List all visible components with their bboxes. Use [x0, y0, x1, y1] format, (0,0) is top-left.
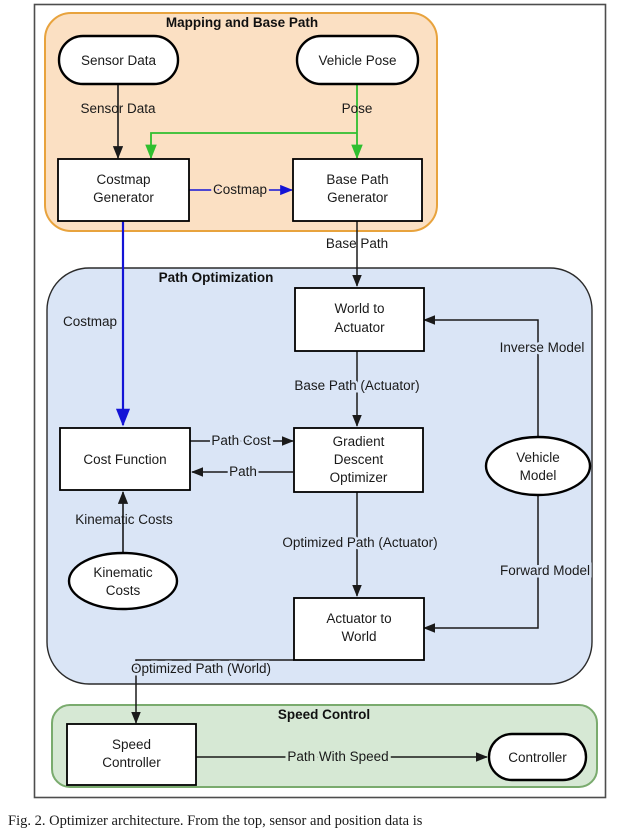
node-label-kinematic-costs-l1: Kinematic [93, 565, 153, 580]
node-label-world-to-actuator-l1: World to [334, 301, 384, 316]
node-speed-controller[interactable]: Speed Controller [66, 723, 197, 786]
node-gradient-descent-optimizer[interactable]: Gradient Descent Optimizer [293, 427, 424, 493]
figure-caption: Fig. 2. Optimizer architecture. From the… [8, 813, 423, 829]
node-label-kinematic-costs-l2: Costs [106, 583, 141, 598]
node-label-gradient-descent-optimizer-l1: Gradient [333, 434, 385, 449]
edge-label-inverse-model: Inverse Model [500, 340, 585, 355]
edge-pose-to-costmap-generator [145, 132, 357, 160]
edge-forward-model [423, 494, 539, 633]
edge-label-pose: Pose [342, 101, 373, 116]
node-sensor-data[interactable]: Sensor Data [57, 34, 180, 86]
node-label-sensor-data: Sensor Data [81, 53, 157, 68]
node-label-vehicle-model-l2: Model [520, 468, 557, 483]
node-label-base-path-generator-l1: Base Path [326, 172, 388, 187]
group-label-speed-control: Speed Control [278, 707, 370, 722]
edge-label-costmap-down: Costmap [63, 314, 117, 329]
node-actuator-to-world[interactable]: Actuator to World [293, 597, 425, 661]
node-base-path-generator[interactable]: Base Path Generator [292, 158, 423, 222]
node-label-vehicle-model-l1: Vehicle [516, 450, 560, 465]
edge-label-path-with-speed: Path With Speed [287, 749, 388, 764]
node-label-gradient-descent-optimizer-l3: Optimizer [330, 470, 388, 485]
edge-label-costmap-right: Costmap [213, 182, 267, 197]
edge-label-path-cost: Path Cost [211, 433, 271, 448]
node-label-cost-function: Cost Function [83, 452, 166, 467]
node-controller[interactable]: Controller [487, 732, 588, 782]
node-label-costmap-generator-l1: Costmap [96, 172, 150, 187]
node-label-world-to-actuator-l2: Actuator [334, 320, 385, 335]
node-label-vehicle-pose: Vehicle Pose [318, 53, 396, 68]
edge-label-base-path-actuator: Base Path (Actuator) [294, 378, 419, 393]
edge-optimized-path-world [131, 659, 294, 724]
node-label-speed-controller-l1: Speed [112, 737, 151, 752]
group-label-path-optimization: Path Optimization [159, 270, 274, 285]
node-vehicle-pose[interactable]: Vehicle Pose [295, 34, 420, 86]
node-cost-function[interactable]: Cost Function [59, 427, 191, 491]
node-label-speed-controller-l2: Controller [102, 755, 161, 770]
node-world-to-actuator[interactable]: World to Actuator [294, 287, 425, 352]
edge-label-optimized-path-world: Optimized Path (World) [131, 661, 271, 676]
node-costmap-generator[interactable]: Costmap Generator [57, 158, 190, 222]
node-kinematic-costs[interactable]: Kinematic Costs [67, 551, 179, 611]
edge-label-sensor-data: Sensor Data [80, 101, 156, 116]
node-label-actuator-to-world-l1: Actuator to [326, 611, 391, 626]
edge-label-forward-model: Forward Model [500, 563, 590, 578]
node-label-controller: Controller [508, 750, 567, 765]
node-label-gradient-descent-optimizer-l2: Descent [334, 452, 384, 467]
edge-label-base-path: Base Path [326, 236, 388, 251]
node-label-base-path-generator-l2: Generator [327, 190, 388, 205]
node-label-actuator-to-world-l2: World [341, 629, 376, 644]
edge-inverse-model [423, 315, 539, 437]
edge-label-path: Path [229, 464, 257, 479]
group-label-mapping: Mapping and Base Path [166, 15, 318, 30]
edge-label-kinematic-costs: Kinematic Costs [75, 512, 173, 527]
node-label-costmap-generator-l2: Generator [93, 190, 154, 205]
node-vehicle-model[interactable]: Vehicle Model [484, 435, 592, 497]
edge-label-optimized-path-actuator: Optimized Path (Actuator) [282, 535, 437, 550]
